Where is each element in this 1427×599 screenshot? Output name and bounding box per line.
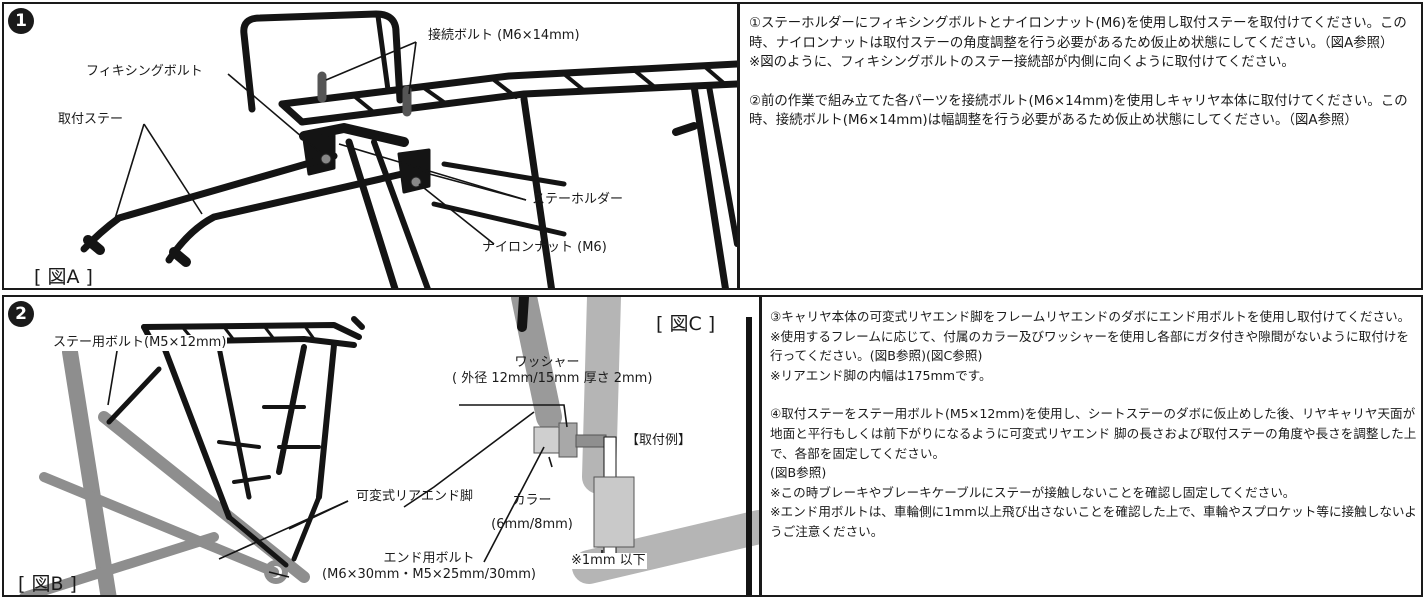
- step-number-badge: 2: [8, 301, 34, 327]
- label-fixing-bolt: フィキシングボルト: [86, 64, 203, 79]
- label-mounting-stay: 取付ステー: [58, 112, 124, 127]
- end-bolt-title: エンド用ボルト: [383, 551, 475, 566]
- rack-illustration-a: [80, 10, 737, 288]
- step-1-panel: 1 接続ボルト (M6×14mm) フィキシングボルト 取付ステー ステーホルダ…: [2, 2, 1423, 290]
- step-number-badge: 1: [8, 8, 34, 34]
- label-washer: ワッシャー ( 外径 12mm/15mm 厚さ 2mm): [452, 355, 653, 386]
- end-bolt-spec: (M6×30mm・M5×25mm/30mm): [322, 566, 536, 582]
- instruction-3: ③キャリヤ本体の可変式リヤエンド脚をフレームリヤエンドのダボにエンド用ボルトを使…: [770, 309, 1411, 324]
- instruction-note-3b: ※リアエンド脚の内幅は175mmです。: [770, 367, 992, 383]
- collar-title: カラー: [512, 493, 552, 508]
- instruction-note-4b: ※エンド用ボルトは、車輪側に1mm以上飛び出さないことを確認した上で、車輪やスプ…: [770, 504, 1417, 539]
- figure-b-label: [ 図B ]: [18, 573, 77, 595]
- instruction-1: ①ステーホルダーにフィキシングボルトとナイロンナット(M6)を使用し取付ステーを…: [749, 16, 1407, 51]
- rack-illustration-b: [19, 297, 759, 595]
- step-1-instructions: ①ステーホルダーにフィキシングボルトとナイロンナット(M6)を使用し取付ステーを…: [749, 14, 1417, 131]
- figure-a-label: [ 図A ]: [34, 266, 93, 288]
- label-end-bolt: エンド用ボルト (M6×30mm・M5×25mm/30mm): [322, 551, 536, 582]
- washer-title: ワッシャー: [514, 355, 580, 370]
- instruction-4-ref: (図B参照): [770, 465, 827, 481]
- label-nylon-nut: ナイロンナット (M6): [482, 240, 607, 255]
- step-2-panel: 2 ステー用ボルト(M5×12mm) [ 図C ] ワッシャー ( 外径 12m…: [2, 295, 1423, 597]
- label-connection-bolt: 接続ボルト (M6×14mm): [428, 28, 580, 43]
- figure-b-c: 2 ステー用ボルト(M5×12mm) [ 図C ] ワッシャー ( 外径 12m…: [4, 297, 759, 595]
- step-2-instructions: ③キャリヤ本体の可変式リヤエンド脚をフレームリヤエンドのダボにエンド用ボルトを使…: [770, 307, 1418, 542]
- label-stay-bolt: ステー用ボルト(M5×12mm): [52, 335, 228, 351]
- instruction-2: ②前の作業で組み立てた各パーツを接続ボルト(M6×14mm)を使用しキャリヤ本体…: [749, 93, 1408, 129]
- instruction-note-4a: ※この時ブレーキやブレーキケーブルにステーが接触しないことを確認し固定してくださ…: [770, 484, 1296, 500]
- collar-spec: (6mm/8mm): [491, 516, 573, 532]
- panel-divider: [759, 297, 762, 595]
- instruction-note-3a: ※使用するフレームに応じて、付属のカラー及びワッシャーを使用し各部にガタ付きや隙…: [770, 328, 1409, 364]
- label-adjustable-leg: 可変式リアエンド脚: [356, 489, 474, 504]
- figure-c-label: [ 図C ]: [656, 313, 716, 335]
- washer-spec: ( 外径 12mm/15mm 厚さ 2mm): [452, 370, 653, 386]
- instruction-note-1: ※図のように、フィキシングボルトのステー接続部が内側に向くように取付けてください…: [749, 55, 1295, 71]
- panel-divider: [737, 4, 740, 288]
- label-stay-holder: ステーホルダー: [532, 192, 624, 207]
- figure-a: 1 接続ボルト (M6×14mm) フィキシングボルト 取付ステー ステーホルダ…: [4, 4, 737, 288]
- label-one-mm: ※1mm 以下: [570, 553, 647, 569]
- instruction-4: ④取付ステーをステー用ボルト(M5×12mm)を使用し、シートステーのダボに仮止…: [770, 406, 1417, 461]
- label-collar: カラー (6mm/8mm): [490, 493, 574, 532]
- label-mount-example: 【取付例】: [626, 433, 692, 448]
